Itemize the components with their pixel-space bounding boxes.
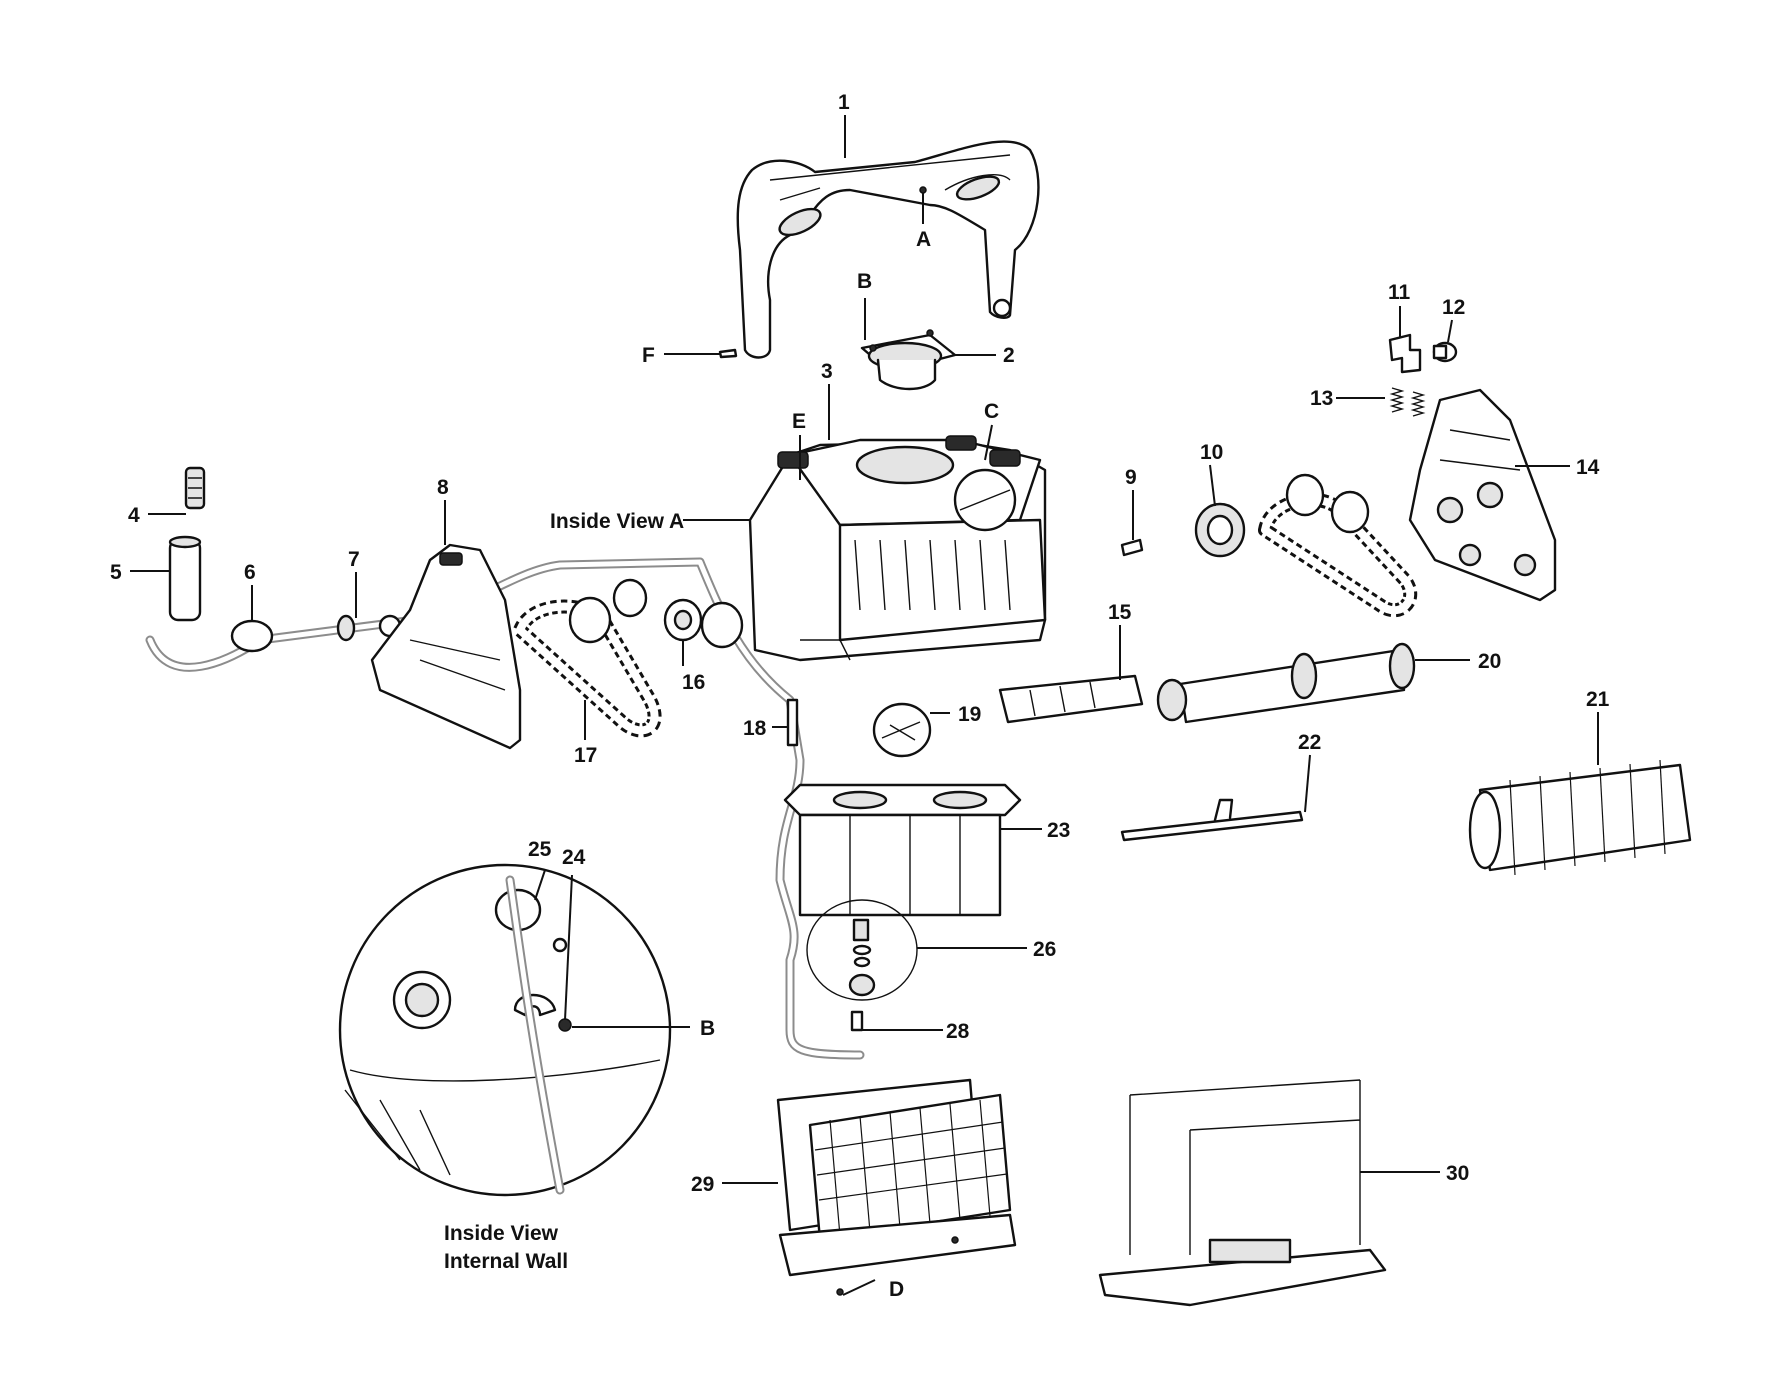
label-30: 30: [1446, 1162, 1469, 1185]
cable-end-part-28: [850, 1010, 864, 1032]
filter-basket-part-29: [776, 1078, 1017, 1296]
filter-mesh: [814, 1099, 1008, 1237]
float-part-5: [168, 535, 202, 622]
label-15: 15: [1108, 601, 1132, 624]
handle-part-1: [736, 140, 1040, 359]
impeller-cover-part-2: [860, 329, 957, 391]
label-3: 3: [821, 360, 833, 383]
seal-set-part-26: [806, 899, 918, 1001]
label-inside-view: Inside View: [444, 1222, 559, 1245]
label-29: 29: [691, 1173, 714, 1196]
label-18: 18: [743, 717, 767, 740]
side-plate-part-14: [1408, 388, 1557, 602]
label-14: 14: [1576, 456, 1600, 479]
pulley-part-10: [1194, 502, 1246, 558]
label-20: 20: [1478, 650, 1501, 673]
clip-part-18: [786, 698, 799, 747]
label-10: 10: [1200, 441, 1223, 464]
label-17: 17: [574, 744, 597, 767]
label-inside-view-a: Inside View A: [550, 510, 684, 533]
brush-bristles: [1509, 759, 1666, 876]
bushing-part-9: [1120, 538, 1144, 557]
label-28: 28: [946, 1020, 970, 1043]
label-5: 5: [110, 561, 122, 584]
label-internal-wall: Internal Wall: [444, 1250, 568, 1273]
label-4: 4: [128, 504, 140, 527]
side-cover-part-8: [370, 543, 522, 750]
label-11: 11: [1388, 281, 1411, 304]
springs-part-13: [1389, 387, 1426, 417]
float-part-6: [230, 619, 274, 653]
label-a: A: [916, 228, 931, 251]
drive-shaft-part-20: [1156, 642, 1416, 724]
label-23: 23: [1047, 819, 1070, 842]
cap-part-12: [1432, 341, 1458, 363]
label-1: 1: [838, 91, 850, 114]
label-c: C: [984, 400, 999, 423]
track-left-part-17: [513, 596, 662, 738]
shaft-part-22: [1120, 798, 1304, 842]
label-16: 16: [682, 671, 705, 694]
inside-view-internal-wall: [338, 863, 672, 1197]
label-7: 7: [348, 548, 360, 571]
impeller-part-19: [872, 702, 932, 758]
label-b-inside: B: [700, 1017, 715, 1040]
label-24: 24: [562, 846, 586, 869]
label-22: 22: [1298, 731, 1321, 754]
label-b: B: [857, 270, 872, 293]
label-e: E: [792, 410, 806, 433]
label-25: 25: [528, 838, 552, 861]
clip-part-11: [1388, 333, 1422, 374]
flap-part-15: [998, 674, 1144, 724]
label-f: F: [642, 344, 655, 367]
bearing-part-16: [612, 578, 744, 649]
body-vents: [854, 539, 1011, 611]
label-9: 9: [1125, 466, 1137, 489]
filter-frame-part-30: [1098, 1079, 1387, 1307]
track-right: [1258, 473, 1418, 618]
label-8: 8: [437, 476, 449, 499]
callouts: 1 A B 2 F 3 E C 11 12 13 14 4 5 6 7 8: [110, 91, 1610, 1301]
label-2: 2: [1003, 344, 1015, 367]
label-d: D: [889, 1278, 904, 1301]
label-13: 13: [1310, 387, 1333, 410]
brush-part-21: [1468, 759, 1692, 876]
label-19: 19: [958, 703, 981, 726]
label-6: 6: [244, 561, 256, 584]
screw-part-a: [919, 186, 927, 224]
motor-unit-part-23: [783, 783, 1022, 917]
main-body-part-3: [748, 435, 1047, 662]
label-12: 12: [1442, 296, 1465, 319]
label-26: 26: [1033, 938, 1056, 961]
label-21: 21: [1586, 688, 1610, 711]
swivel-part-4: [184, 466, 206, 510]
